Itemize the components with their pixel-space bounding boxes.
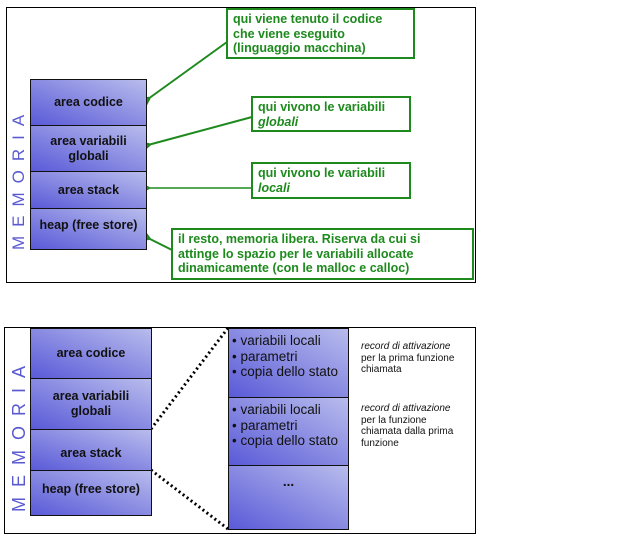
activation-record-more: ... bbox=[228, 465, 349, 530]
cell-label: area variabili globali bbox=[52, 389, 130, 418]
arrow-code bbox=[148, 41, 228, 99]
record-item: • parametri bbox=[232, 417, 298, 433]
memory-vertical-label: MEMORIA bbox=[9, 355, 29, 512]
memory-vertical-label: MEMORIA bbox=[9, 105, 28, 250]
dotted-line-bottom bbox=[150, 468, 229, 531]
note-italic: record di attivazione bbox=[361, 403, 451, 414]
note-line: che viene eseguito bbox=[233, 26, 345, 41]
cell-heap: heap (free store) bbox=[30, 470, 152, 516]
record-note-2: record di attivazione per la funzione ch… bbox=[361, 403, 453, 449]
note-line: qui vivono le variabili bbox=[258, 100, 386, 114]
record-item: • parametri bbox=[232, 348, 298, 364]
cell-label: area variabili globali bbox=[50, 133, 127, 163]
arrow-heap bbox=[148, 238, 173, 251]
cell-area-variabili-globali: area variabili globali bbox=[30, 125, 147, 172]
record-item: • copia dello stato bbox=[232, 364, 339, 379]
note-italic: record di attivazione bbox=[361, 341, 451, 352]
note-code: qui viene tenuto il codice che viene ese… bbox=[226, 8, 415, 59]
record-item: • variabili locali bbox=[232, 402, 321, 417]
cell-heap: heap (free store) bbox=[30, 208, 147, 250]
note-line: qui viene tenuto il codice bbox=[233, 12, 383, 26]
note-line: il resto, memoria libera. Riserva da cui… bbox=[178, 232, 421, 246]
note-line: attinge lo spazio per le variabili alloc… bbox=[178, 246, 414, 261]
note-italic: locali bbox=[258, 180, 290, 195]
record-item: • variabili locali bbox=[232, 333, 321, 348]
note-line: dinamicamente (con le malloc e calloc) bbox=[178, 261, 410, 275]
arrow-globals bbox=[148, 116, 253, 145]
activation-record-2: • variabili locali • parametri • copia d… bbox=[228, 397, 349, 466]
note-heap: il resto, memoria libera. Riserva da cui… bbox=[171, 228, 474, 280]
cell-area-codice: area codice bbox=[30, 79, 147, 126]
note-line: qui vivono le variabili bbox=[258, 166, 386, 180]
ellipsis: ... bbox=[282, 474, 295, 489]
note-italic: globali bbox=[258, 114, 299, 129]
cell-area-variabili-globali: area variabili globali bbox=[30, 378, 152, 430]
bottom-diagram-frame bbox=[4, 327, 476, 534]
dotted-line-top bbox=[149, 327, 230, 430]
note-line: per la funzione bbox=[361, 414, 427, 426]
note-line: chiamata bbox=[361, 364, 402, 375]
record-note-1: record di attivazione per la prima funzi… bbox=[361, 341, 454, 376]
top-diagram-frame bbox=[6, 7, 476, 283]
note-locals: qui vivono le variabili locali bbox=[251, 162, 411, 199]
cell-area-stack: area stack bbox=[30, 429, 152, 471]
note-line: chiamata dalla prima bbox=[361, 426, 454, 437]
note-line: per la prima funzione bbox=[361, 352, 455, 364]
note-line: (linguaggio macchina) bbox=[233, 41, 366, 55]
cell-area-codice: area codice bbox=[30, 328, 152, 379]
note-globals: qui vivono le variabili globali bbox=[251, 96, 411, 132]
record-item: • copia dello stato bbox=[232, 433, 339, 448]
activation-record-1: • variabili locali • parametri • copia d… bbox=[228, 328, 349, 398]
note-line: funzione bbox=[361, 437, 399, 449]
cell-area-stack: area stack bbox=[30, 171, 147, 209]
